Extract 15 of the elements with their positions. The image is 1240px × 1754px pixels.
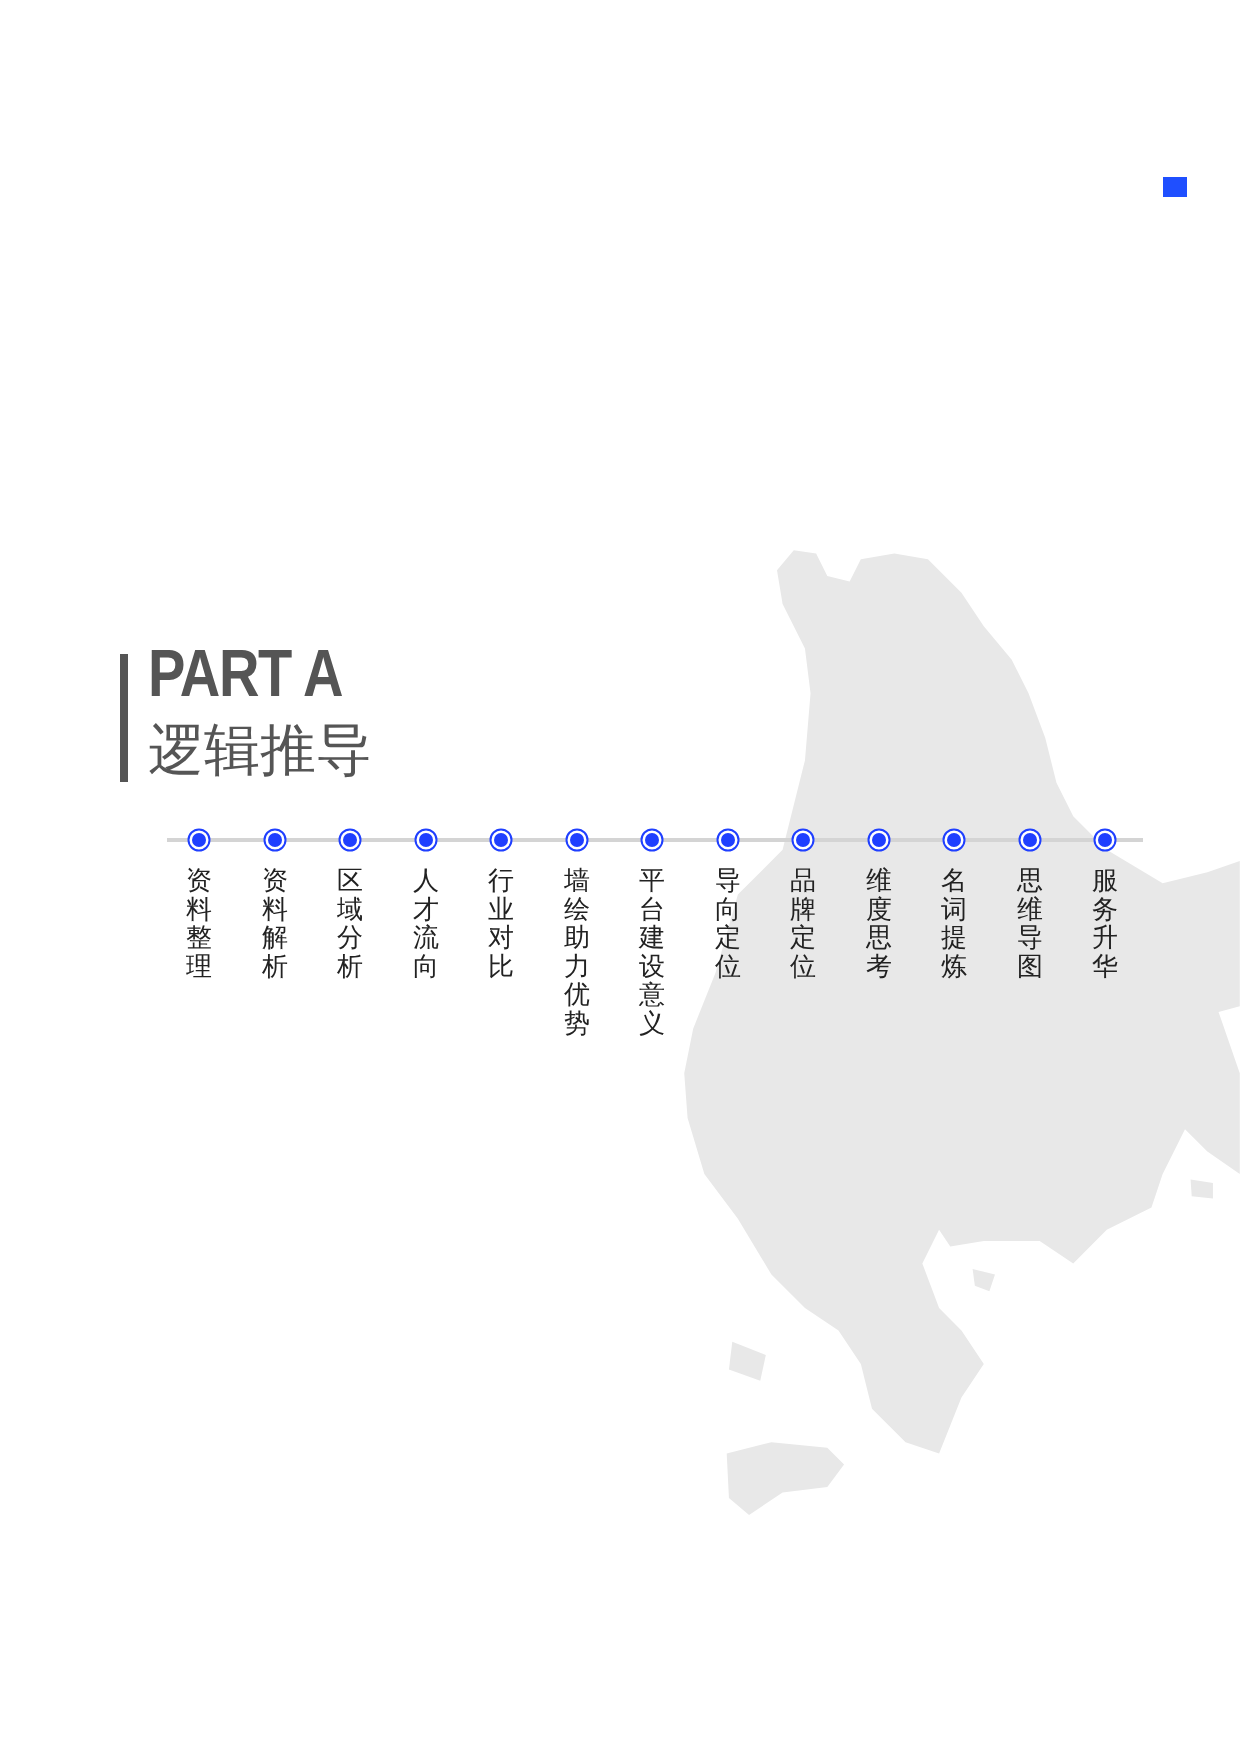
timeline-label: 资料整理 [186,866,212,981]
timeline-label: 名词提炼 [941,866,967,981]
timeline-label: 维度思考 [865,866,892,981]
timeline-label: 服务升华 [1092,866,1118,981]
timeline-label: 品牌定位 [790,866,816,981]
timeline-label: 行业对比 [488,866,514,981]
timeline-label: 资料解析 [261,866,288,981]
timeline-label: 墙绘助力优势 [563,866,590,1038]
timeline-label: 导向定位 [714,866,741,981]
timeline-label: 人才流向 [412,866,439,981]
subtitle: 逻辑推导 [148,722,372,778]
title: PART A [148,640,343,706]
timeline-label: 区域分析 [337,866,363,981]
timeline-label: 思维导图 [1016,866,1043,981]
timeline-label: 平台建设意义 [639,866,665,1038]
